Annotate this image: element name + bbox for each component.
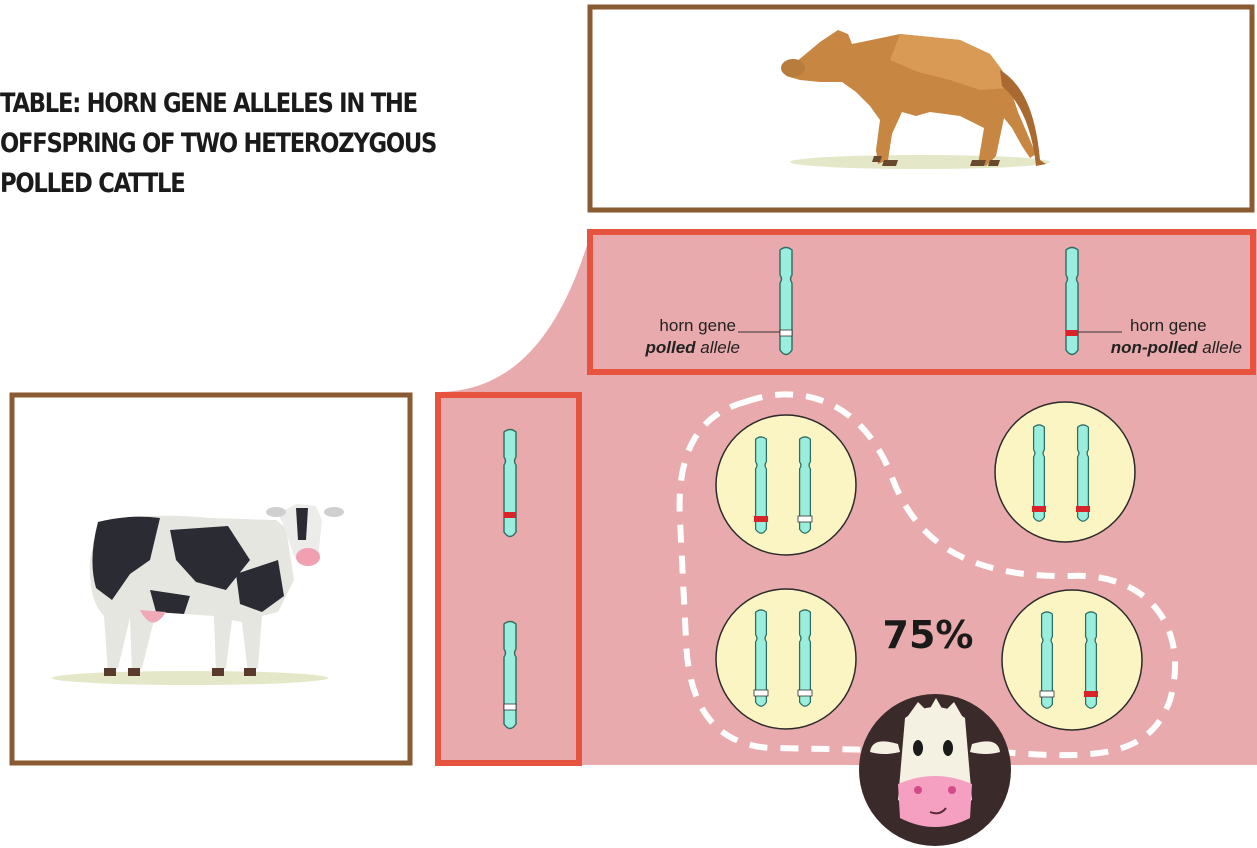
offspring-bottom-right xyxy=(1002,590,1142,730)
legend-left-rest: allele xyxy=(700,338,740,357)
legend-right-rest: allele xyxy=(1202,338,1242,357)
cow-face-icon xyxy=(859,694,1011,846)
legend-right-line1: horn gene xyxy=(1130,316,1207,335)
percentage-label: 75% xyxy=(883,613,974,657)
left-chromosome-nonpolled xyxy=(504,430,516,537)
offspring-top-left xyxy=(716,415,856,555)
left-chromosome-polled xyxy=(504,622,516,729)
legend-left-bold: polled xyxy=(645,338,697,357)
offspring-bottom-left xyxy=(716,589,856,729)
top-chromosome-polled xyxy=(780,248,792,355)
legend-left-line2: polled allele xyxy=(645,338,741,357)
legend-right-line2: non-polled allele xyxy=(1111,338,1242,357)
offspring-top-right xyxy=(995,402,1135,542)
top-chromosome-nonpolled xyxy=(1066,248,1078,355)
legend-right-bold: non-polled xyxy=(1111,338,1198,357)
legend-left-line1: horn gene xyxy=(659,316,736,335)
